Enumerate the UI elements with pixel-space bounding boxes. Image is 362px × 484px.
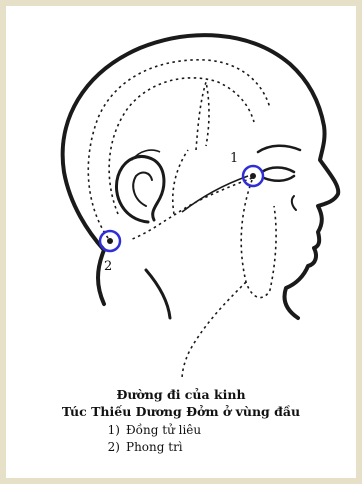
list-item-number: 2): [98, 439, 120, 456]
nostril: [292, 196, 296, 210]
list-item: 2) Phong trì: [98, 439, 298, 456]
neck-line: [146, 270, 170, 318]
meridian-middle-arc: [109, 78, 254, 214]
list-item-label: Đồng tử liêu: [126, 423, 201, 437]
eyebrow: [258, 146, 300, 152]
meridian-upper-loop: [196, 82, 209, 150]
list-item-label: Phong trì: [126, 440, 183, 454]
point-2-marker: 2: [104, 259, 112, 274]
point-1-dot: [250, 173, 256, 179]
eye: [262, 168, 294, 181]
point-list: 1) Đồng tử liêu 2) Phong trì: [98, 422, 298, 456]
caption-title: Đường đi của kinh: [0, 386, 362, 403]
meridian-descending: [182, 282, 246, 380]
meridian-face-lower: [241, 180, 276, 298]
head-meridian-diagram: 1 2: [0, 0, 362, 380]
caption: Đường đi của kinh Túc Thiếu Dương Đởm ở …: [0, 386, 362, 456]
meridian-face: [130, 178, 252, 240]
ear-inner: [133, 173, 152, 206]
meridian-behind-ear: [173, 150, 188, 214]
ear: [116, 157, 163, 222]
caption-subtitle: Túc Thiếu Dương Đởm ở vùng đầu: [0, 403, 362, 420]
meridian-guide-1: [182, 176, 248, 212]
point-2-dot: [107, 238, 113, 244]
list-item: 1) Đồng tử liêu: [98, 422, 298, 439]
list-item-number: 1): [98, 422, 120, 439]
point-1-marker: 1: [230, 151, 238, 166]
